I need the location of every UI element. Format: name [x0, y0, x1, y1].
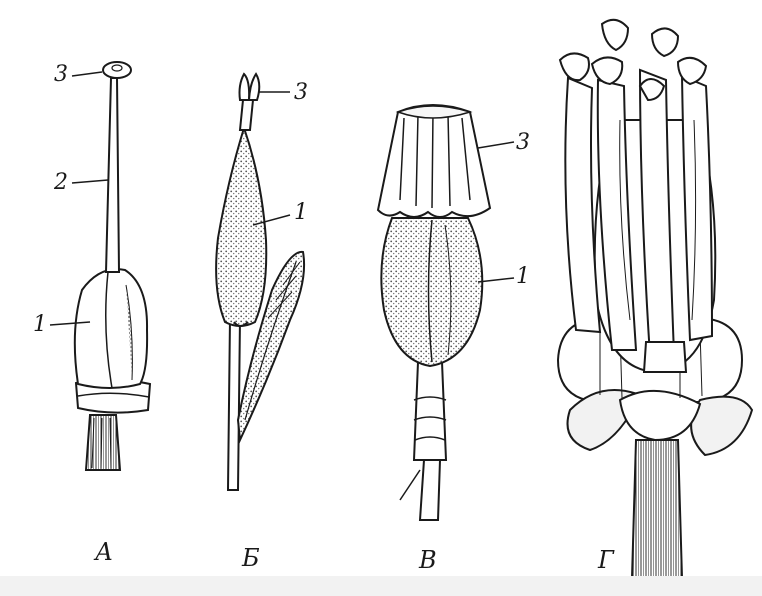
pistil-b-label-1: 1	[294, 202, 308, 224]
pistil-v-drawing	[378, 105, 514, 520]
pistil-b-label-3: 3	[294, 82, 308, 104]
pistil-a-label-1: 1	[33, 314, 47, 336]
pistil-g-caption: Г	[598, 548, 614, 572]
pistil-v-label-3: 3	[516, 132, 530, 154]
bottom-strip	[0, 576, 762, 596]
pistil-a-drawing	[50, 62, 150, 470]
pistil-a-label-2: 2	[54, 172, 68, 194]
pistil-v-label-1: 1	[516, 266, 530, 288]
pistil-b-drawing	[216, 74, 304, 490]
pistil-a-caption: А	[95, 540, 113, 564]
pistil-v-caption: В	[419, 548, 437, 572]
pistil-a-label-3: 3	[54, 64, 68, 86]
pistil-b-caption: Б	[242, 546, 260, 570]
pistil-g-drawing	[558, 20, 752, 578]
